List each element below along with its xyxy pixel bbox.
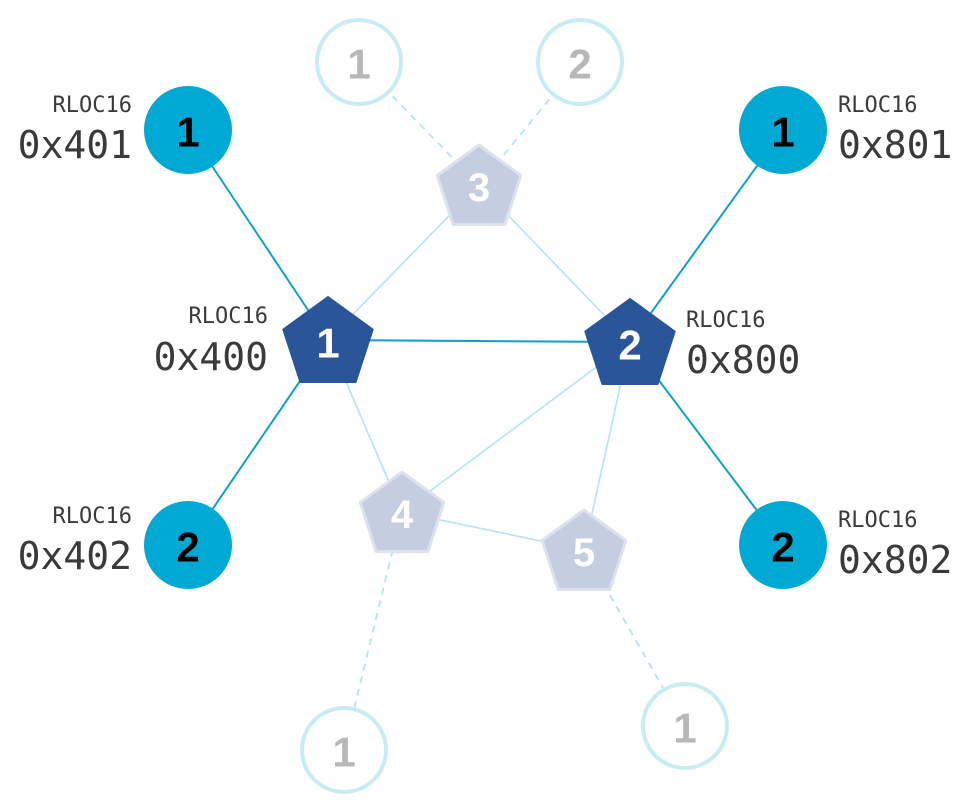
child-c3a: 1 <box>315 18 403 106</box>
rloc16-caption: RLOC16 <box>838 508 917 533</box>
router-number: 5 <box>573 531 595 575</box>
router-pentagon-shape <box>435 143 523 227</box>
child-number: 2 <box>771 524 794 571</box>
child-circle-shape <box>300 706 388 794</box>
router-r2: 2 <box>584 298 676 385</box>
router-number: 3 <box>468 166 490 210</box>
rloc-label-r1: RLOC16 0x400 <box>154 304 268 379</box>
child-c5a: 1 <box>641 682 729 770</box>
child-circle-shape <box>739 86 827 174</box>
rloc-label-c402: RLOC16 0x402 <box>18 504 132 578</box>
child-c401: 1 <box>144 86 232 174</box>
child-c801: 1 <box>739 86 827 174</box>
child-circle-shape <box>144 86 232 174</box>
child-circle-shape <box>536 18 624 106</box>
router-r4: 4 <box>358 470 446 554</box>
rloc16-value: 0x800 <box>686 338 800 382</box>
rloc16-caption: RLOC16 <box>53 504 132 529</box>
router-pentagon-shape <box>540 508 628 592</box>
child-number: 2 <box>176 524 199 571</box>
child-c402: 2 <box>144 501 232 589</box>
router-r3: 3 <box>435 143 523 227</box>
child-circle-shape <box>315 18 403 106</box>
rloc16-value: 0x402 <box>18 534 132 578</box>
link-r2-r4 <box>401 341 631 513</box>
router-pentagon-shape <box>584 298 676 385</box>
router-number: 2 <box>618 322 641 369</box>
rloc16-caption: RLOC16 <box>53 93 132 118</box>
rloc-labels-layer: RLOC160x400RLOC160x800RLOC160x401RLOC160… <box>18 93 953 582</box>
router-pentagon-shape <box>358 470 446 554</box>
router-r5: 5 <box>540 508 628 592</box>
nodes-layer: 1 2 3 4 5 1 2 1 2 1 2 1 1 <box>144 18 827 794</box>
link-r1-r2 <box>327 339 631 343</box>
router-number: 4 <box>391 493 414 537</box>
rloc-label-r2: RLOC16 0x800 <box>686 308 800 382</box>
rloc-label-c801: RLOC16 0x801 <box>838 93 952 167</box>
rloc16-caption: RLOC16 <box>189 304 268 329</box>
child-number: 1 <box>771 109 794 156</box>
child-circle-shape <box>641 682 729 770</box>
router-pentagon-shape <box>282 296 374 383</box>
router-number: 1 <box>316 320 339 367</box>
child-number: 1 <box>347 41 370 88</box>
rloc16-caption: RLOC16 <box>686 308 765 333</box>
child-c4a: 1 <box>300 706 388 794</box>
rloc-label-c802: RLOC16 0x802 <box>838 508 952 582</box>
rloc16-value: 0x802 <box>838 538 952 582</box>
rloc16-value: 0x801 <box>838 123 952 167</box>
child-number: 2 <box>568 41 591 88</box>
child-number: 1 <box>176 109 199 156</box>
child-c3b: 2 <box>536 18 624 106</box>
child-circle-shape <box>144 501 232 589</box>
child-number: 1 <box>332 729 355 776</box>
rloc16-value: 0x400 <box>154 335 268 379</box>
router-r1: 1 <box>282 296 374 383</box>
child-circle-shape <box>739 501 827 589</box>
child-c802: 2 <box>739 501 827 589</box>
child-number: 1 <box>673 705 696 752</box>
rloc-label-c401: RLOC16 0x401 <box>18 93 132 167</box>
rloc16-caption: RLOC16 <box>838 93 917 118</box>
rloc16-value: 0x401 <box>18 123 132 167</box>
